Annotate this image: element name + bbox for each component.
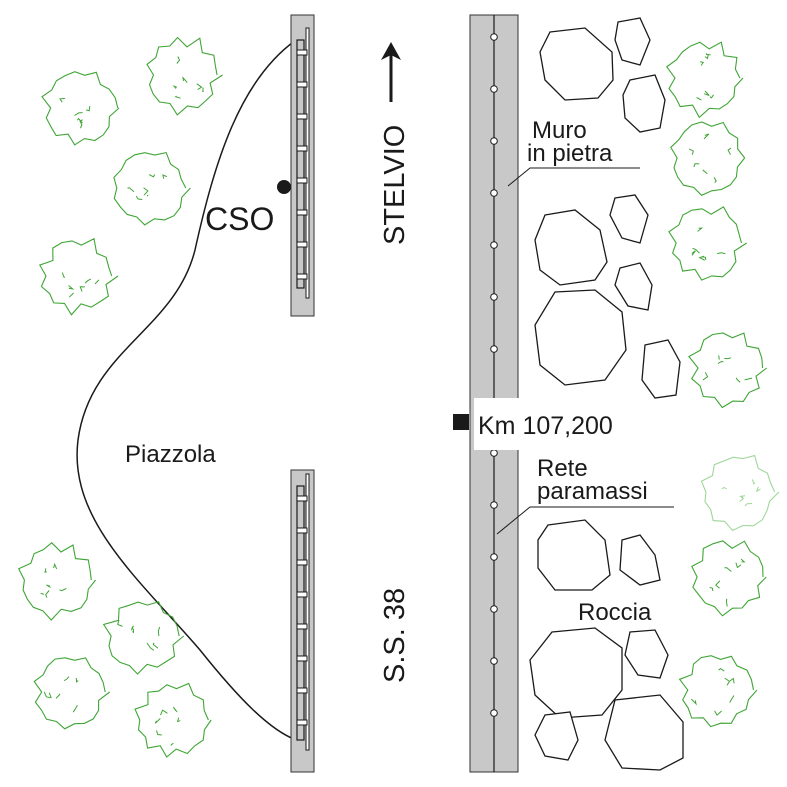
rockfall-net-posts bbox=[490, 33, 498, 717]
tree-icon bbox=[670, 121, 746, 196]
trees bbox=[17, 36, 780, 758]
rock bbox=[534, 711, 579, 761]
rock bbox=[529, 627, 623, 719]
rock bbox=[614, 262, 653, 311]
rock bbox=[537, 519, 611, 591]
rock bbox=[534, 209, 608, 286]
rock bbox=[539, 27, 614, 101]
layby-outline bbox=[76, 39, 297, 741]
net-post bbox=[490, 85, 498, 93]
tree-icon bbox=[134, 682, 212, 758]
left-guardrail-upper bbox=[290, 14, 315, 317]
tree-icon bbox=[668, 206, 747, 281]
tree-icon bbox=[666, 41, 744, 119]
net-post bbox=[490, 241, 498, 249]
direction-label: STELVIO bbox=[379, 125, 411, 245]
left-guardrail-lower bbox=[290, 469, 315, 773]
tree-icon bbox=[113, 151, 191, 226]
rock bbox=[624, 629, 669, 679]
tree-icon bbox=[678, 655, 758, 728]
tree-icon bbox=[146, 36, 223, 116]
tree-icon bbox=[700, 454, 780, 532]
net-post bbox=[490, 345, 498, 353]
wall-label-line2: in pietra bbox=[527, 140, 613, 167]
net-post bbox=[490, 189, 498, 197]
wall-leader-line bbox=[507, 167, 640, 187]
tree-icon bbox=[691, 540, 767, 617]
net-label-line1: Rete bbox=[537, 455, 588, 482]
road-label: S.S. 38 bbox=[379, 588, 411, 683]
tree-icon bbox=[688, 332, 768, 409]
km-label-background bbox=[474, 398, 632, 450]
net-post bbox=[490, 137, 498, 145]
tree-icon bbox=[17, 542, 97, 621]
tree-icon bbox=[38, 237, 119, 316]
km-label: Km 107,200 bbox=[478, 412, 613, 440]
direction-arrow-icon bbox=[381, 42, 401, 102]
rock bbox=[641, 339, 681, 399]
layby-label: Piazzola bbox=[125, 441, 216, 468]
net-post bbox=[490, 293, 498, 301]
net-post bbox=[490, 33, 498, 41]
cso-point-icon bbox=[277, 180, 291, 194]
rock bbox=[622, 74, 666, 133]
net-post bbox=[490, 657, 498, 665]
net-label-line2: paramassi bbox=[537, 478, 648, 505]
rocks bbox=[529, 17, 684, 771]
tree-icon bbox=[33, 657, 111, 730]
tree-icon bbox=[102, 601, 185, 675]
net-post bbox=[490, 605, 498, 613]
cso-label: CSO bbox=[205, 201, 274, 237]
net-post bbox=[490, 709, 498, 717]
rock bbox=[604, 694, 684, 771]
net-leader-line bbox=[496, 506, 674, 535]
rock-label: Roccia bbox=[578, 599, 652, 626]
km-marker-icon bbox=[453, 414, 469, 430]
net-post bbox=[490, 501, 498, 509]
net-post bbox=[490, 449, 498, 457]
net-post bbox=[490, 553, 498, 561]
rock bbox=[619, 534, 661, 586]
wall-label-line1: Muro bbox=[532, 117, 587, 144]
stone-wall-strip bbox=[469, 14, 519, 773]
rock bbox=[534, 289, 627, 386]
rock bbox=[609, 194, 649, 244]
tree-icon bbox=[41, 71, 120, 146]
rock bbox=[614, 17, 651, 66]
